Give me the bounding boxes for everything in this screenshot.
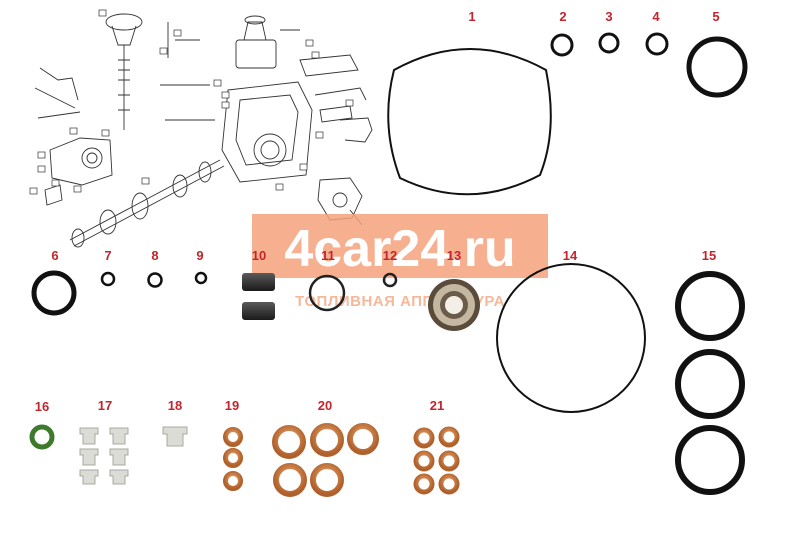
part-number-17: 17 xyxy=(98,398,112,413)
part-15-o-rings xyxy=(675,271,745,495)
part-number-20: 20 xyxy=(318,398,332,413)
part-number-14: 14 xyxy=(563,248,578,263)
part-17-plastic-caps xyxy=(79,427,129,485)
part-number-6: 6 xyxy=(51,248,58,263)
part-numbers: 1 2 3 4 5 6 7 8 9 10 11 12 13 14 15 16 1… xyxy=(35,9,720,414)
part-10-rubber-blocks xyxy=(242,273,275,320)
part-2-o-ring xyxy=(550,33,574,57)
part-number-16: 16 xyxy=(35,399,49,414)
part-number-7: 7 xyxy=(104,248,111,263)
part-number-13: 13 xyxy=(447,248,461,263)
pump-exploded-drawing xyxy=(34,13,373,248)
part-11-o-ring xyxy=(308,274,346,312)
part-number-10: 10 xyxy=(252,248,266,263)
part-19-copper-washers xyxy=(223,427,243,491)
part-number-5: 5 xyxy=(712,9,719,24)
part-8-o-ring xyxy=(147,272,163,288)
part-13-shaft-seal xyxy=(428,279,480,331)
part-7-o-ring xyxy=(100,271,116,287)
part-number-4: 4 xyxy=(652,9,660,24)
part-9-o-ring xyxy=(194,271,208,285)
part-number-2: 2 xyxy=(559,9,566,24)
part-18-plastic-cap xyxy=(162,426,188,447)
part-number-21: 21 xyxy=(430,398,444,413)
part-number-19: 19 xyxy=(225,398,239,413)
part-number-15: 15 xyxy=(702,248,716,263)
part-14-o-ring xyxy=(496,263,646,413)
part-number-1: 1 xyxy=(468,9,475,24)
part-20-copper-washers xyxy=(272,423,379,497)
part-number-9: 9 xyxy=(196,248,203,263)
part-number-8: 8 xyxy=(151,248,158,263)
part-6-o-ring xyxy=(31,270,77,316)
part-16-green-o-ring xyxy=(29,424,55,450)
watermark-brand: 4car24.ru xyxy=(284,220,515,278)
part-1-cover-gasket xyxy=(387,48,552,196)
part-number-11: 11 xyxy=(321,248,335,263)
part-number-12: 12 xyxy=(383,248,397,263)
watermark-band xyxy=(252,214,548,278)
part-12-o-ring xyxy=(382,272,398,288)
part-3-o-ring xyxy=(598,32,620,54)
part-5-o-ring xyxy=(686,36,748,98)
part-4-o-ring xyxy=(645,32,669,56)
drawing-callout-boxes xyxy=(29,9,354,195)
part-21-copper-washers xyxy=(413,426,460,495)
part-number-3: 3 xyxy=(605,9,612,24)
part-number-18: 18 xyxy=(168,398,182,413)
watermark: 4car24.ru ТОПЛИВНАЯ АППАРАТУРА xyxy=(252,214,548,310)
